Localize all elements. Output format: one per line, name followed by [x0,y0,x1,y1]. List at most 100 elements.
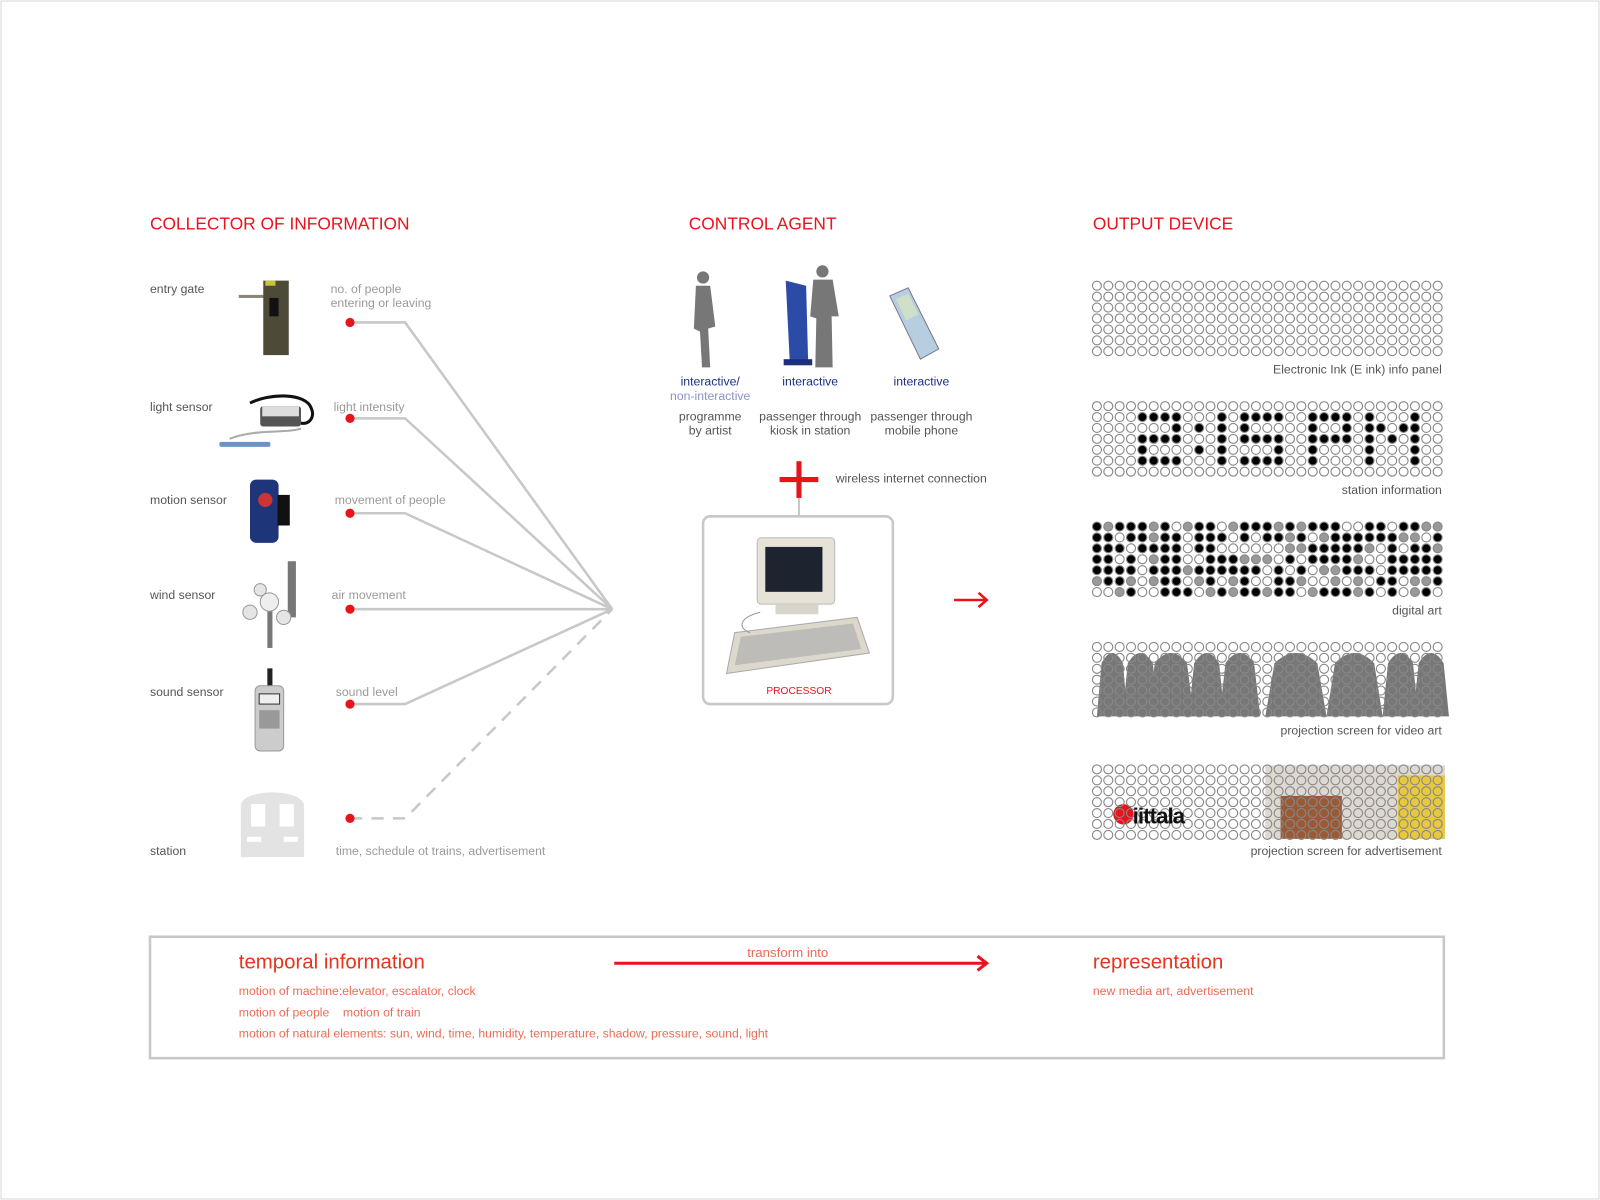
matrix-dot [1398,707,1409,718]
matrix-dot [1216,335,1227,346]
matrix-dot [1103,532,1114,543]
agent-type: interactive [893,374,950,389]
matrix-dot [1387,775,1398,786]
matrix-dot [1341,707,1352,718]
matrix-dot [1364,797,1375,808]
matrix-dot [1239,663,1250,674]
matrix-dot [1375,674,1386,685]
matrix-dot [1273,335,1284,346]
matrix-dot [1398,786,1409,797]
matrix-dot [1148,455,1159,466]
matrix-dot [1250,576,1261,587]
matrix-dot [1296,797,1307,808]
matrix-dot [1250,808,1261,819]
matrix-dot [1296,455,1307,466]
matrix-dot [1375,685,1386,696]
matrix-dot [1273,313,1284,324]
matrix-dot [1432,313,1443,324]
dot-matrix-panel [1091,280,1443,357]
matrix-dot [1262,696,1273,707]
silhouette-shape [1188,653,1225,717]
matrix-dot [1194,335,1205,346]
matrix-dot [1091,401,1102,412]
matrix-dot [1103,554,1114,565]
matrix-dot [1160,466,1171,477]
matrix-dot [1421,422,1432,434]
matrix-dot [1398,685,1409,696]
matrix-dot [1103,674,1114,685]
matrix-dot [1250,466,1261,477]
matrix-dot [1182,808,1193,819]
matrix-dot [1091,455,1102,466]
matrix-dot [1125,808,1137,819]
matrix-dot [1273,422,1284,434]
matrix-dot [1319,422,1330,434]
matrix-dot [1239,346,1250,357]
silhouette-shape [1326,653,1383,717]
matrix-dot [1103,411,1114,423]
matrix-dot [1216,663,1227,674]
matrix-dot [1137,808,1148,819]
agent-kiosk: interactive passenger through kiosk in s… [759,374,861,437]
matrix-dot [1296,313,1307,324]
matrix-dot [1284,696,1296,707]
matrix-dot [1228,786,1239,797]
matrix-dot [1387,401,1398,412]
matrix-dot [1296,685,1307,696]
matrix-dot [1125,444,1137,455]
matrix-dot [1284,674,1296,685]
matrix-dot [1330,401,1341,412]
matrix-dot [1103,291,1114,302]
matrix-dot [1137,685,1148,696]
matrix-dot [1319,786,1330,797]
matrix-dot [1091,411,1102,423]
matrix-dot [1296,696,1307,707]
matrix-dot [1137,466,1148,477]
matrix-dot [1398,797,1409,808]
matrix-dot [1171,652,1182,663]
matrix-dot [1307,786,1318,797]
matrix-dot [1216,466,1227,477]
connector-line [349,321,614,610]
matrix-dot [1228,576,1239,587]
matrix-dot [1137,818,1148,830]
matrix-dot [1160,775,1171,786]
matrix-dot [1421,554,1432,565]
matrix-dot [1284,455,1296,466]
matrix-dot [1284,346,1296,357]
matrix-dot [1239,401,1250,412]
matrix-dot [1091,554,1102,565]
matrix-dot [1160,401,1171,412]
matrix-dot [1182,764,1193,775]
matrix-dot [1228,521,1239,532]
sensor-desc: sound level [335,684,398,699]
matrix-dot [1216,576,1227,587]
matrix-dot [1330,764,1341,775]
matrix-dot [1398,335,1409,346]
matrix-dot [1387,674,1398,685]
matrix-dot [1160,291,1171,302]
matrix-dot [1205,641,1216,652]
matrix-dot [1398,455,1409,466]
matrix-dot [1307,422,1318,434]
matrix-dot [1364,775,1375,786]
matrix-dot [1148,335,1159,346]
matrix-dot [1103,335,1114,346]
matrix-dot [1330,685,1341,696]
matrix-dot [1319,291,1330,302]
matrix-dot [1319,707,1330,718]
agent-desc: mobile phone [884,423,959,438]
matrix-dot [1409,401,1420,412]
matrix-dot [1341,401,1352,412]
matrix-dot [1353,797,1364,808]
matrix-dot [1296,324,1307,335]
matrix-dot [1296,764,1307,775]
matrix-dot [1160,280,1171,291]
matrix-dot [1284,280,1296,291]
matrix-dot [1171,674,1182,685]
matrix-dot [1319,775,1330,786]
matrix-dot [1216,764,1227,775]
matrix-dot [1171,576,1182,587]
matrix-dot [1148,543,1159,554]
matrix-dot [1148,401,1159,412]
